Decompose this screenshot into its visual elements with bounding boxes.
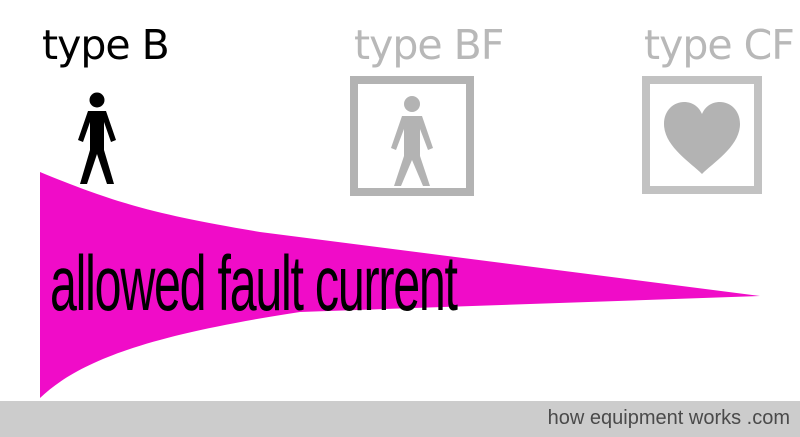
heart-in-box-icon — [642, 76, 762, 194]
person-in-box-icon — [350, 76, 474, 196]
type-b-label: type B — [42, 21, 170, 69]
allowed-fault-current-label: allowed fault current — [50, 239, 458, 327]
type-bf-label: type BF — [354, 21, 504, 69]
footer-bar: how equipment works .com — [0, 401, 800, 437]
person-icon — [78, 92, 116, 184]
footer-credit: how equipment works .com — [547, 407, 790, 429]
type-cf-label: type CF — [644, 21, 795, 69]
